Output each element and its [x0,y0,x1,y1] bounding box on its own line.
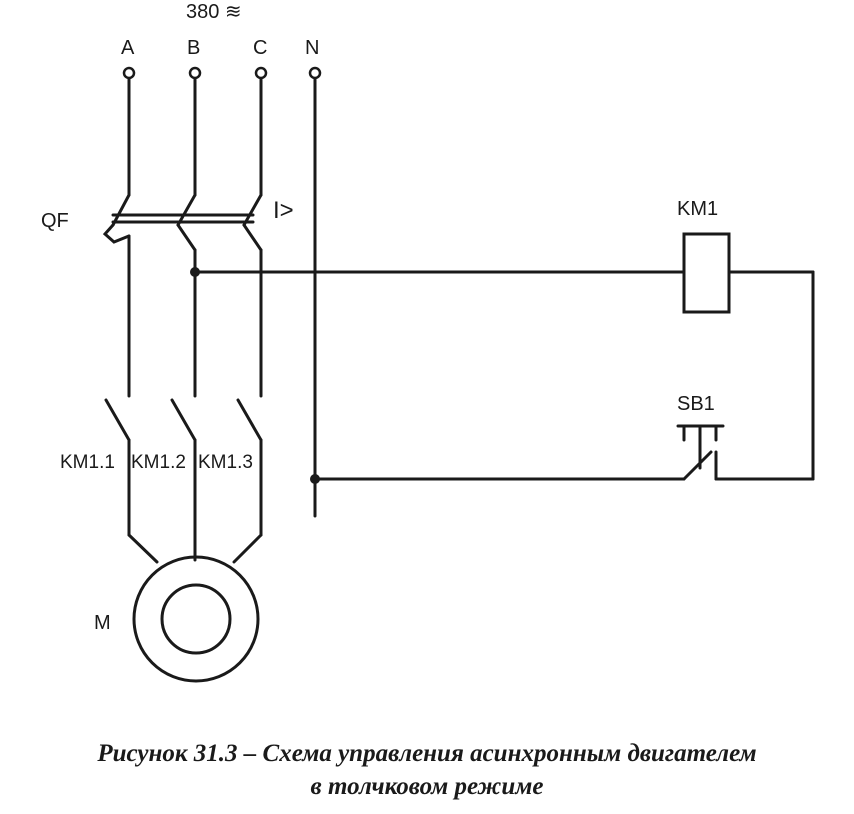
contact-3-label: KM1.3 [198,452,253,473]
phase-c-label: C [253,37,267,59]
button-label: SB1 [677,393,715,415]
push-button-sb1 [676,424,725,481]
supply-voltage-label: 380 ≋ [186,1,242,23]
breaker-label: QF [41,210,69,232]
contact-1-label: KM1.1 [60,452,115,473]
contact-2-label: KM1.2 [131,452,186,473]
motor-label: M [94,612,111,634]
neutral-label: N [305,37,319,59]
phase-c-wire [232,77,263,564]
motor-symbol [132,555,260,683]
terminal-b [188,66,202,80]
circuit-breaker-qf [102,193,263,252]
supply-terminals [122,66,322,80]
figure-caption-line-2: в толчковом режиме [310,773,544,800]
figure-caption-line-1: Рисунок 31.3 – Схема управления асинхрон… [97,740,757,767]
control-circuit [190,267,815,484]
phase-a-label: A [121,37,135,59]
contactor-contacts-km1 [104,398,263,442]
terminal-n [308,66,322,80]
phase-b-label: B [187,37,200,59]
terminal-a [122,66,136,80]
terminal-c [254,66,268,80]
junction-dot-n [310,474,320,484]
overcurrent-label: I> [273,197,294,224]
coil-label: KM1 [677,198,718,220]
phase-a-wire [127,77,159,564]
contactor-coil-km1 [682,232,731,314]
